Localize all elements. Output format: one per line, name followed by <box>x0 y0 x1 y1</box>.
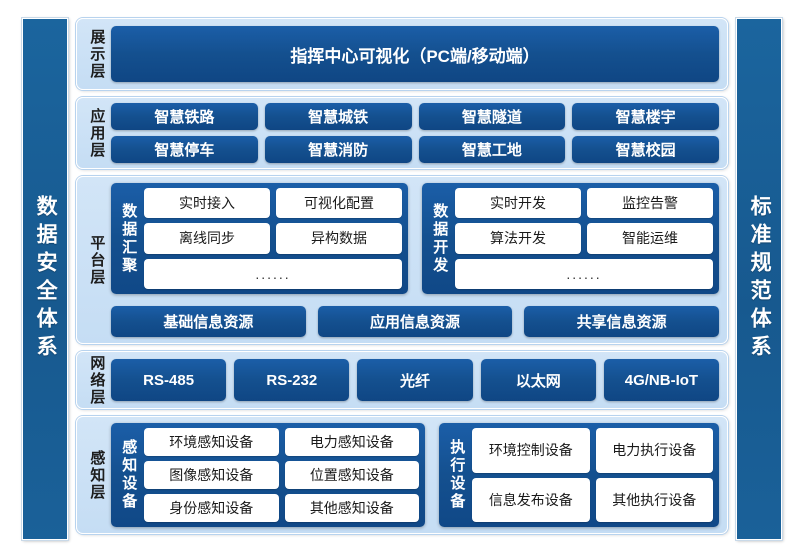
layer-perception-body: 感知设备 环境感知设备 电力感知设备 图像感知设备 位置感知设备 <box>111 423 719 527</box>
layer-platform: 平台层 数据汇聚 实时接入 可视化配置 <box>76 176 728 344</box>
platform-group-data-aggregation: 数据汇聚 实时接入 可视化配置 离线同步 异构数据 <box>111 183 408 294</box>
actuator-row-2: 信息发布设备 其他执行设备 <box>472 477 713 522</box>
sensing-item-power[interactable]: 电力感知设备 <box>284 428 420 456</box>
left-pillar-data-security: 数据安全体系 <box>22 18 68 540</box>
layer-perception-label: 感知层 <box>88 449 106 501</box>
layer-display-body: 指挥中心可视化（PC端/移动端） <box>111 25 719 83</box>
development-item-smart-ops[interactable]: 智能运维 <box>587 223 713 254</box>
development-item-monitor-alarm[interactable]: 监控告警 <box>587 188 713 219</box>
perception-group-actuator-devices: 执行设备 环境控制设备 电力执行设备 信息发布设备 其他执行设备 <box>439 423 719 527</box>
layer-platform-label: 平台层 <box>88 234 106 286</box>
resource-item-basic-info[interactable]: 基础信息资源 <box>111 306 306 337</box>
platform-resource-row: 基础信息资源 应用信息资源 共享信息资源 <box>111 306 720 337</box>
development-item-ellipsis[interactable]: ...... <box>455 258 713 289</box>
sensing-row-1: 环境感知设备 电力感知设备 <box>144 428 420 456</box>
layer-application-label: 应用层 <box>88 107 106 159</box>
display-item-command-center[interactable]: 指挥中心可视化（PC端/移动端） <box>111 26 719 82</box>
left-pillar-label: 数据安全体系 <box>34 195 58 363</box>
perception-group-sensing-devices-label: 感知设备 <box>120 439 138 511</box>
sensing-row-3: 身份感知设备 其他感知设备 <box>144 494 420 522</box>
sensing-item-image[interactable]: 图像感知设备 <box>144 461 279 489</box>
layer-network-body: RS-485 RS-232 光纤 以太网 4G/NB-IoT <box>111 358 720 402</box>
network-item-ethernet[interactable]: 以太网 <box>480 359 596 401</box>
aggregation-row-1: 实时接入 可视化配置 <box>144 188 402 219</box>
sensing-item-location[interactable]: 位置感知设备 <box>284 461 420 489</box>
app-item-smart-building[interactable]: 智慧楼宇 <box>572 103 719 130</box>
layer-network: 网络层 RS-485 RS-232 光纤 以太网 4G/NB-IoT <box>76 351 728 409</box>
app-item-smart-tunnel[interactable]: 智慧隧道 <box>418 103 566 130</box>
actuator-item-info-publishing[interactable]: 信息发布设备 <box>472 477 590 522</box>
application-row-1: 智慧铁路 智慧城铁 智慧隧道 智慧楼宇 <box>111 103 719 130</box>
right-pillar-label: 标准规范体系 <box>748 195 772 363</box>
platform-group-data-development: 数据开发 实时开发 监控告警 算法开发 智能运维 <box>422 183 719 294</box>
perception-group-sensing-devices: 感知设备 环境感知设备 电力感知设备 图像感知设备 位置感知设备 <box>111 423 426 527</box>
aggregation-row-2: 离线同步 异构数据 <box>144 223 402 254</box>
perception-group-actuator-devices-label: 执行设备 <box>448 439 466 511</box>
platform-group-data-development-body: 实时开发 监控告警 算法开发 智能运维 ...... <box>455 188 713 289</box>
network-item-rs232[interactable]: RS-232 <box>234 359 350 401</box>
layer-application-body: 智慧铁路 智慧城铁 智慧隧道 智慧楼宇 智慧停车 智慧消防 智慧工地 智慧校园 <box>111 103 719 163</box>
app-item-smart-campus[interactable]: 智慧校园 <box>572 136 719 163</box>
sensing-item-environment[interactable]: 环境感知设备 <box>144 428 279 456</box>
sensing-item-identity[interactable]: 身份感知设备 <box>144 494 279 522</box>
network-row: RS-485 RS-232 光纤 以太网 4G/NB-IoT <box>111 359 720 401</box>
aggregation-item-offline-sync[interactable]: 离线同步 <box>144 223 270 254</box>
aggregation-item-heterogeneous[interactable]: 异构数据 <box>276 223 402 254</box>
development-row-1: 实时开发 监控告警 <box>455 188 713 219</box>
actuator-row-1: 环境控制设备 电力执行设备 <box>472 428 713 473</box>
layer-stack: 展示层 指挥中心可视化（PC端/移动端） 应用层 智慧铁路 智慧城铁 智慧隧道 … <box>76 18 728 540</box>
actuator-item-other[interactable]: 其他执行设备 <box>595 477 713 522</box>
resource-item-shared-info[interactable]: 共享信息资源 <box>524 306 720 337</box>
platform-group-data-aggregation-label: 数据汇聚 <box>120 202 138 275</box>
layer-display-label: 展示层 <box>88 28 106 80</box>
aggregation-item-visual-config[interactable]: 可视化配置 <box>276 188 402 219</box>
app-item-smart-construction[interactable]: 智慧工地 <box>418 136 566 163</box>
network-item-rs485[interactable]: RS-485 <box>111 359 227 401</box>
application-row-2: 智慧停车 智慧消防 智慧工地 智慧校园 <box>111 136 719 163</box>
network-item-fiber[interactable]: 光纤 <box>357 359 473 401</box>
sensing-item-other[interactable]: 其他感知设备 <box>284 494 420 522</box>
network-item-4g-nbiot[interactable]: 4G/NB-IoT <box>603 359 720 401</box>
development-item-algorithm-dev[interactable]: 算法开发 <box>455 223 581 254</box>
layer-application: 应用层 智慧铁路 智慧城铁 智慧隧道 智慧楼宇 智慧停车 智慧消防 智慧工地 智… <box>76 97 728 169</box>
diagram-frame: 数据安全体系 展示层 指挥中心可视化（PC端/移动端） 应用层 智慧铁路 智慧城… <box>22 18 782 540</box>
platform-group-data-development-label: 数据开发 <box>431 202 449 275</box>
layer-display: 展示层 指挥中心可视化（PC端/移动端） <box>76 18 728 90</box>
actuator-item-environment-control[interactable]: 环境控制设备 <box>472 428 590 473</box>
aggregation-row-3: ...... <box>144 258 402 289</box>
platform-group-data-aggregation-body: 实时接入 可视化配置 离线同步 异构数据 ...... <box>144 188 402 289</box>
sensing-row-2: 图像感知设备 位置感知设备 <box>144 461 420 489</box>
app-item-smart-railway[interactable]: 智慧铁路 <box>111 103 258 130</box>
app-item-smart-parking[interactable]: 智慧停车 <box>111 136 258 163</box>
aggregation-item-ellipsis[interactable]: ...... <box>144 258 402 289</box>
perception-group-sensing-devices-body: 环境感知设备 电力感知设备 图像感知设备 位置感知设备 身份感知设备 其他感知设… <box>144 428 420 522</box>
development-row-2: 算法开发 智能运维 <box>455 223 713 254</box>
development-item-realtime-dev[interactable]: 实时开发 <box>455 188 581 219</box>
actuator-item-power-actuator[interactable]: 电力执行设备 <box>595 428 713 473</box>
resource-item-app-info[interactable]: 应用信息资源 <box>317 306 513 337</box>
app-item-smart-metro[interactable]: 智慧城铁 <box>264 103 412 130</box>
layer-platform-body: 数据汇聚 实时接入 可视化配置 离线同步 异构数据 <box>111 183 720 337</box>
development-row-3: ...... <box>455 258 713 289</box>
platform-groups: 数据汇聚 实时接入 可视化配置 离线同步 异构数据 <box>111 183 719 294</box>
layer-network-label: 网络层 <box>88 354 106 406</box>
perception-groups: 感知设备 环境感知设备 电力感知设备 图像感知设备 位置感知设备 <box>111 423 719 527</box>
app-item-smart-firefighting[interactable]: 智慧消防 <box>264 136 412 163</box>
perception-group-actuator-devices-body: 环境控制设备 电力执行设备 信息发布设备 其他执行设备 <box>472 428 713 522</box>
layer-perception: 感知层 感知设备 环境感知设备 电力感知设备 <box>76 416 728 534</box>
aggregation-item-realtime-ingest[interactable]: 实时接入 <box>144 188 270 219</box>
right-pillar-standards: 标准规范体系 <box>736 18 782 540</box>
